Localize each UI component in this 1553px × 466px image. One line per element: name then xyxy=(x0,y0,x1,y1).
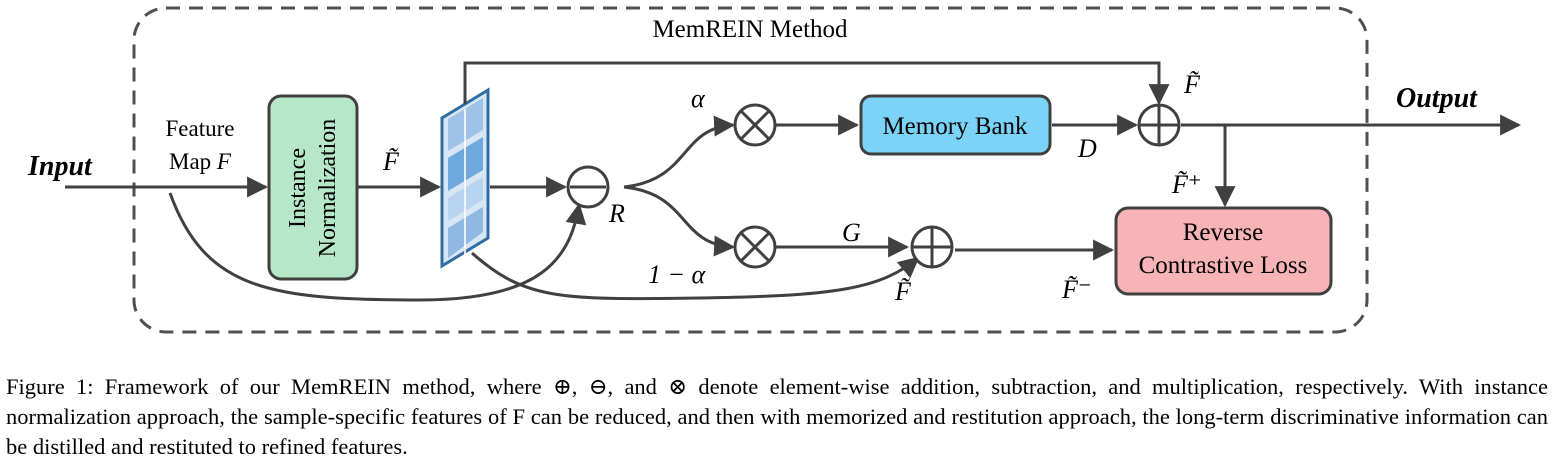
feature-map-text: Map xyxy=(169,149,217,174)
f-tilde-top-label: F̃ xyxy=(1183,70,1201,99)
feature-map-label-line1: Feature xyxy=(166,116,235,141)
instance-normalization-box xyxy=(267,94,359,281)
reverse-contrastive-loss-box xyxy=(1114,206,1333,296)
instance-normalization-line1: Instance xyxy=(285,148,311,228)
memory-bank-box xyxy=(859,94,1052,156)
add-operator-icon-upper xyxy=(1137,103,1181,147)
input-label: Input xyxy=(27,151,93,182)
multiply-operator-icon-upper xyxy=(733,103,777,147)
g-label: G xyxy=(842,218,861,247)
instance-normalization-line2: Normalization xyxy=(315,119,341,258)
method-boundary xyxy=(132,6,1369,334)
subtract-operator-icon xyxy=(566,165,610,209)
feature-map-block xyxy=(440,87,490,269)
r-label: R xyxy=(608,199,625,228)
alpha-label: α xyxy=(691,84,706,113)
reverse-loss-line1: Reverse xyxy=(1183,219,1264,246)
f-tilde-plus-label: F̃⁺ xyxy=(1171,170,1202,199)
f-tilde-after-in: F̃ xyxy=(382,147,400,176)
one-minus-alpha-label: 1 − α xyxy=(648,260,707,289)
output-label: Output xyxy=(1396,83,1478,114)
method-title: MemREIN Method xyxy=(652,16,848,43)
reverse-loss-line2: Contrastive Loss xyxy=(1139,252,1308,279)
add-operator-icon-lower xyxy=(910,225,954,269)
feature-map-variable: F xyxy=(216,149,232,174)
d-label: D xyxy=(1077,134,1097,163)
memory-bank-label: Memory Bank xyxy=(882,113,1028,140)
memrein-diagram: MemREIN Method Input Output Feature Map … xyxy=(27,6,1522,334)
feature-map-label-line2: Map F xyxy=(169,149,232,174)
multiply-operator-icon-lower xyxy=(733,225,777,269)
figure-caption: Figure 1: Framework of our MemREIN metho… xyxy=(6,374,1548,459)
f-tilde-minus-label: F̃⁻ xyxy=(1061,275,1092,304)
f-tilde-bottom-label: F̃ xyxy=(894,277,912,306)
